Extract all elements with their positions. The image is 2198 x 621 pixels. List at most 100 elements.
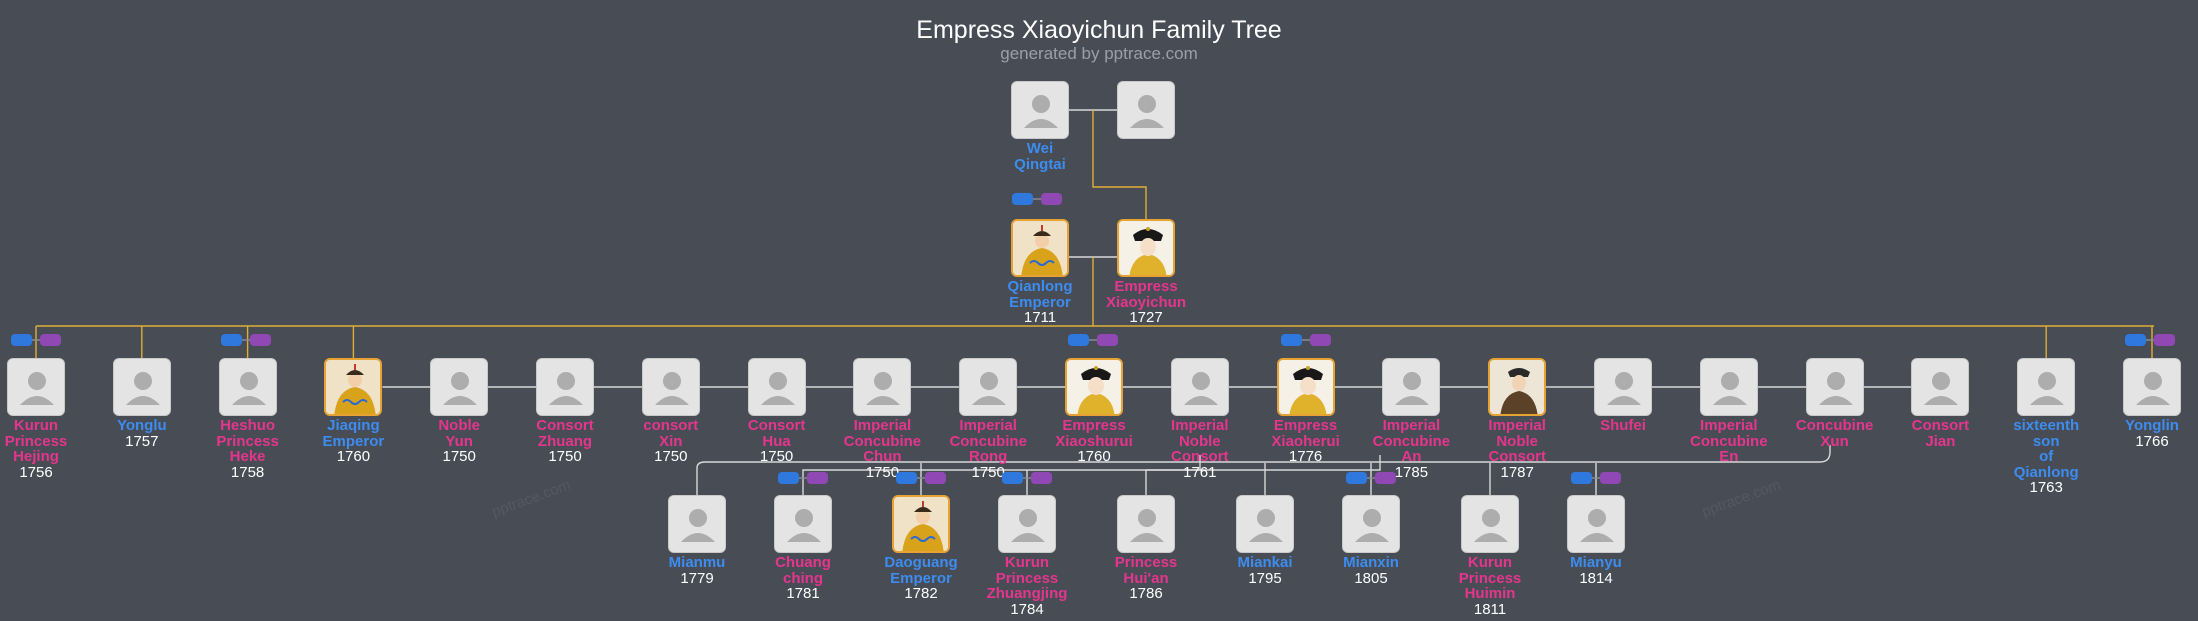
descent-line xyxy=(696,445,1831,495)
person-name[interactable]: Wei Qingtai xyxy=(1014,140,1066,173)
avatar-placeholder-icon[interactable] xyxy=(112,358,171,416)
person-name[interactable]: Jiaqing Emperor xyxy=(322,417,385,450)
person-name[interactable]: Shufei xyxy=(1600,417,1646,434)
expand-father-toggle[interactable] xyxy=(1002,472,1023,484)
birth-year: 1711 xyxy=(1023,309,1057,326)
person-name[interactable]: Kurun Princess Zhuangjing xyxy=(986,554,1068,602)
person-name[interactable]: Heshuo Princess Heke xyxy=(216,417,279,465)
birth-year: 1776 xyxy=(1288,448,1323,465)
person-name[interactable]: Chuang ching xyxy=(775,554,831,587)
person-name[interactable]: Mianxin xyxy=(1343,554,1399,571)
avatar-placeholder-icon[interactable] xyxy=(1699,358,1758,416)
expand-father-toggle[interactable] xyxy=(1346,472,1367,484)
birth-year: 1781 xyxy=(786,585,820,602)
birth-year: 1814 xyxy=(1579,570,1613,587)
person-name[interactable]: Imperial Noble Consort xyxy=(1488,417,1546,465)
person-name[interactable]: Kurun Princess Huimin xyxy=(1458,554,1522,602)
person-name[interactable]: sixteenth son of Qianlong xyxy=(2013,417,2080,481)
avatar-placeholder-icon[interactable] xyxy=(774,495,832,553)
expand-mother-toggle[interactable] xyxy=(1310,334,1331,346)
expand-father-toggle[interactable] xyxy=(1571,472,1592,484)
avatar-placeholder-icon[interactable] xyxy=(1117,81,1175,139)
expand-mother-toggle[interactable] xyxy=(1041,193,1062,205)
avatar-placeholder-icon[interactable] xyxy=(536,358,594,416)
birth-year: 1760 xyxy=(336,448,371,465)
avatar-placeholder-icon[interactable] xyxy=(430,358,489,416)
birth-year: 1761 xyxy=(1183,464,1217,481)
person-name[interactable]: Qianlong Emperor xyxy=(1007,278,1073,311)
avatar-placeholder-icon[interactable] xyxy=(1011,81,1069,139)
person-name[interactable]: Daoguang Emperor xyxy=(884,554,958,587)
expand-father-toggle[interactable] xyxy=(896,472,917,484)
expand-father-toggle[interactable] xyxy=(221,334,242,346)
person-name[interactable]: Mianmu xyxy=(668,554,726,571)
person-name[interactable]: Consort Hua xyxy=(747,417,806,450)
person-name[interactable]: Miankai xyxy=(1237,554,1293,571)
birth-year: 1782 xyxy=(904,585,938,602)
expand-mother-toggle[interactable] xyxy=(1097,334,1118,346)
avatar-placeholder-icon[interactable] xyxy=(1342,495,1400,553)
portrait-photo[interactable] xyxy=(892,495,950,553)
expand-mother-toggle[interactable] xyxy=(2154,334,2175,346)
avatar-placeholder-icon[interactable] xyxy=(1805,358,1864,416)
person-name[interactable]: Yonglu xyxy=(116,417,167,434)
avatar-placeholder-icon[interactable] xyxy=(747,358,806,416)
person-name[interactable]: Imperial Concubine Chun xyxy=(843,417,922,465)
person-name[interactable]: Imperial Concubine Rong xyxy=(949,417,1027,465)
birth-year: 1784 xyxy=(1010,601,1044,618)
expand-father-toggle[interactable] xyxy=(1012,193,1033,205)
expand-father-toggle[interactable] xyxy=(1281,334,1302,346)
avatar-placeholder-icon[interactable] xyxy=(668,495,726,553)
avatar-placeholder-icon[interactable] xyxy=(1117,495,1175,553)
expand-father-toggle[interactable] xyxy=(11,334,32,346)
avatar-placeholder-icon[interactable] xyxy=(1567,495,1625,553)
expand-mother-toggle[interactable] xyxy=(925,472,946,484)
person-name[interactable]: consort Xin xyxy=(643,417,699,450)
avatar-placeholder-icon[interactable] xyxy=(1236,495,1294,553)
avatar-placeholder-icon[interactable] xyxy=(218,358,277,416)
avatar-placeholder-icon[interactable] xyxy=(959,358,1018,416)
person-name[interactable]: Mianyu xyxy=(1570,554,1622,571)
avatar-placeholder-icon[interactable] xyxy=(1461,495,1519,553)
portrait-photo[interactable] xyxy=(1065,358,1123,416)
person-name[interactable]: Concubine Xun xyxy=(1795,417,1874,450)
person-name[interactable]: Empress Xiaoyichun xyxy=(1105,278,1187,311)
expand-mother-toggle[interactable] xyxy=(1375,472,1396,484)
expand-mother-toggle[interactable] xyxy=(807,472,828,484)
expand-father-toggle[interactable] xyxy=(778,472,799,484)
person-name[interactable]: Imperial Concubine An xyxy=(1372,417,1451,465)
person-name[interactable]: Yonglin xyxy=(2125,417,2179,434)
avatar-placeholder-icon[interactable] xyxy=(853,358,912,416)
avatar-placeholder-icon[interactable] xyxy=(1382,358,1441,416)
portrait-photo[interactable] xyxy=(324,358,383,416)
avatar-placeholder-icon[interactable] xyxy=(998,495,1056,553)
avatar-placeholder-icon[interactable] xyxy=(2017,358,2076,416)
person-name[interactable]: Kurun Princess Hejing xyxy=(4,417,68,465)
person-name[interactable]: Empress Xiaoherui xyxy=(1271,417,1340,450)
expand-mother-toggle[interactable] xyxy=(1600,472,1621,484)
portrait-photo[interactable] xyxy=(1488,358,1547,416)
avatar-placeholder-icon[interactable] xyxy=(2123,358,2181,416)
birth-year: 1766 xyxy=(2135,433,2169,450)
avatar-placeholder-icon[interactable] xyxy=(1911,358,1970,416)
expand-mother-toggle[interactable] xyxy=(40,334,61,346)
person-name[interactable]: Imperial Noble Consort xyxy=(1171,417,1229,465)
avatar-placeholder-icon[interactable] xyxy=(641,358,700,416)
birth-year: 1757 xyxy=(125,433,159,450)
person-name[interactable]: Princess Hui'an xyxy=(1114,554,1178,587)
portrait-photo[interactable] xyxy=(1276,358,1335,416)
avatar-placeholder-icon[interactable] xyxy=(7,358,65,416)
expand-father-toggle[interactable] xyxy=(1068,334,1089,346)
expand-mother-toggle[interactable] xyxy=(250,334,271,346)
person-name[interactable]: Consort Zhuang xyxy=(536,417,594,450)
person-name[interactable]: Consort Jian xyxy=(1911,417,1970,450)
avatar-placeholder-icon[interactable] xyxy=(1170,358,1229,416)
person-name[interactable]: Empress Xiaoshurui xyxy=(1055,417,1133,450)
expand-father-toggle[interactable] xyxy=(2125,334,2146,346)
portrait-photo[interactable] xyxy=(1117,219,1175,277)
portrait-photo[interactable] xyxy=(1011,219,1069,277)
person-name[interactable]: Noble Yun xyxy=(438,417,481,450)
expand-mother-toggle[interactable] xyxy=(1031,472,1052,484)
person-name[interactable]: Imperial Concubine En xyxy=(1690,417,1768,465)
avatar-placeholder-icon[interactable] xyxy=(1594,358,1652,416)
